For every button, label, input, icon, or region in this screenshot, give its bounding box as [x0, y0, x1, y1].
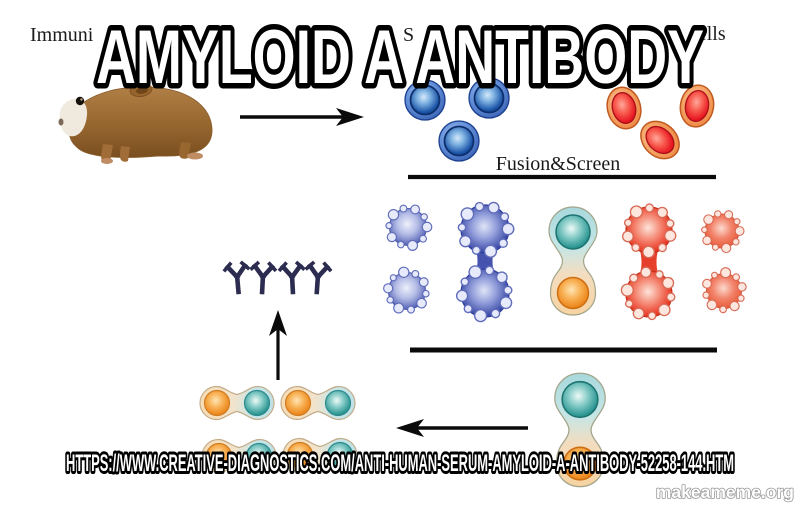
- hamster-front-leg-2: [120, 146, 130, 162]
- hybridoma-cell-middle: [548, 206, 598, 316]
- fused-red-dumbbell: [613, 198, 688, 331]
- hamster-muzzle: [59, 98, 88, 137]
- hamster-body: [68, 86, 213, 158]
- antibody-y-icon: [280, 263, 304, 293]
- watermark: makeameme.org: [656, 482, 794, 502]
- spleen-cells-label: S: [403, 24, 414, 46]
- spleen-cell: [438, 120, 480, 162]
- hamster-front-leg: [101, 144, 113, 163]
- up-arrow-head: [269, 310, 287, 336]
- fused-blue-dumbbell: [448, 201, 523, 332]
- hamster-eye-highlight: [80, 98, 83, 101]
- meme-url-caption: HTTPS://WWW.CREATIVE-DIAGNOSTICS.COM/ANT…: [66, 450, 734, 477]
- hamster-rear-foot: [187, 152, 203, 160]
- hybridoma-cell: [199, 385, 275, 421]
- antibodies-group: [225, 263, 331, 293]
- myeloma-cell: [632, 112, 688, 168]
- antibody-y-icon: [305, 263, 330, 293]
- unfused-spleen-pair-top: [385, 204, 433, 251]
- hamster-nose: [58, 118, 64, 126]
- hybridoma-cell: [280, 385, 356, 421]
- up-arrow: [269, 310, 287, 380]
- unfused-red-pair-bottom: [692, 260, 756, 324]
- immunization-label: Immuni: [30, 24, 94, 46]
- hamster-eye: [75, 96, 85, 106]
- antibody-y-icon: [251, 263, 275, 293]
- hamster-image: [58, 82, 213, 164]
- right-arrow-head: [336, 108, 364, 126]
- hamster-front-foot: [101, 158, 113, 164]
- antibody-y-icon: [225, 263, 250, 293]
- unfused-spleen-pair-bottom: [374, 259, 440, 325]
- myeloma-cells-label: cells: [689, 23, 726, 45]
- hamster-ear-inner: [136, 87, 148, 94]
- fused-cells-row: [374, 198, 756, 332]
- unfused-red-pair-top: [701, 210, 745, 254]
- fusion-screen-label: Fusion&Screen: [496, 153, 620, 175]
- right-arrow: [240, 108, 364, 126]
- left-arrow: [396, 419, 528, 437]
- meme-title: AMYLOID A ANTIBODY: [96, 15, 704, 100]
- left-arrow-head: [396, 419, 424, 437]
